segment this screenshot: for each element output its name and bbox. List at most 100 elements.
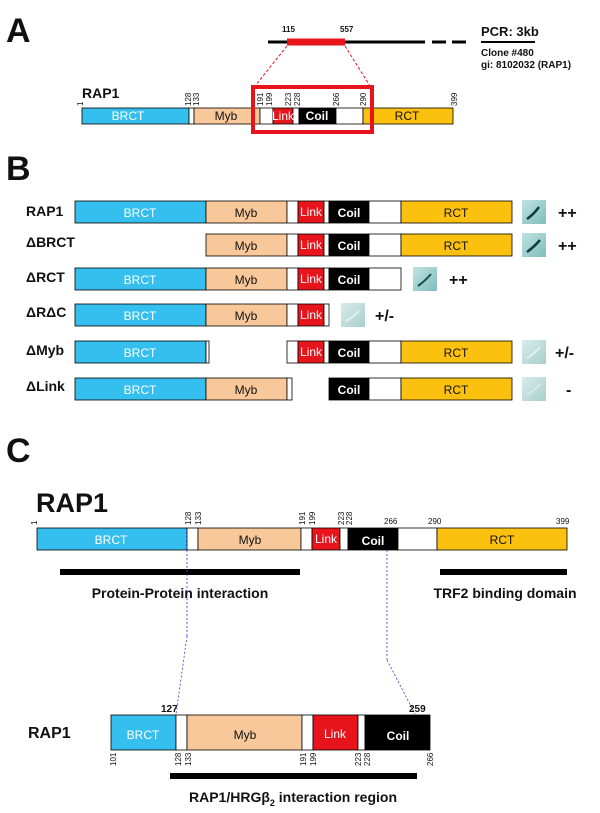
position-label: 199 bbox=[308, 511, 317, 525]
coil-label: Coil bbox=[338, 206, 361, 220]
panel-a-letter: A bbox=[6, 12, 31, 50]
position-label: 290 bbox=[428, 517, 442, 526]
rct-domain bbox=[362, 107, 454, 125]
position-label: 133 bbox=[184, 752, 193, 766]
rct-label: RCT bbox=[444, 383, 469, 397]
spacer-segment bbox=[323, 303, 330, 327]
result-thumbnail-delta-link bbox=[522, 377, 546, 401]
protein-interaction-label: Protein-Protein interaction bbox=[92, 585, 269, 601]
coil-label: Coil bbox=[362, 534, 385, 548]
rct-label: RCT bbox=[444, 206, 469, 220]
pcr-end-label: 557 bbox=[340, 25, 354, 34]
coil-label: Coil bbox=[306, 109, 329, 123]
myb-label: Myb bbox=[235, 383, 258, 397]
zoom-marker-right: 259 bbox=[409, 704, 426, 715]
brct-label: BRCT bbox=[124, 383, 157, 397]
myb-label: Myb bbox=[215, 109, 238, 123]
brct-label: BRCT bbox=[112, 109, 145, 123]
result-mark bbox=[417, 273, 432, 287]
result-thumbnail-rap1 bbox=[522, 200, 546, 224]
construct-row-delta-rct: BRCT Myb Link Coil bbox=[74, 267, 402, 291]
result-mark bbox=[526, 206, 541, 221]
zoom-protein-label: RAP1 bbox=[28, 725, 71, 742]
position-label: 191 bbox=[256, 92, 265, 106]
panel-a-positions: 1 128 133 191 199 223 228 266 290 399 bbox=[76, 92, 459, 106]
protein-interaction-bar bbox=[60, 569, 300, 575]
position-label: 223 bbox=[337, 511, 346, 525]
position-label: 228 bbox=[293, 92, 302, 106]
position-label: 128 bbox=[184, 511, 193, 525]
spacer-segment bbox=[323, 233, 330, 257]
interaction-score: ++ bbox=[558, 205, 577, 222]
spacer-segment bbox=[188, 107, 195, 125]
spacer-segment bbox=[286, 303, 299, 327]
myb-label: Myb bbox=[235, 206, 258, 220]
result-image bbox=[522, 340, 546, 364]
spacer-segment bbox=[368, 200, 402, 224]
link-label: Link bbox=[300, 205, 323, 219]
panel-c-positions: 1 128 133 191 199 223 228 266 290 399 bbox=[30, 511, 570, 526]
panel-c-domain-bar: BRCT Myb Link Coil RCT bbox=[36, 527, 568, 551]
coil-label: Coil bbox=[338, 239, 361, 253]
coil-label: Coil bbox=[338, 273, 361, 287]
result-thumbnail-delta-r-delta-c bbox=[341, 303, 365, 327]
construct-row-delta-myb: BRCT Link Coil RCT bbox=[74, 340, 513, 364]
myb-label: Myb bbox=[239, 533, 262, 547]
link-label: Link bbox=[300, 308, 323, 322]
position-label: 128 bbox=[174, 752, 183, 766]
rct-domain bbox=[400, 200, 513, 224]
spacer-segment bbox=[323, 200, 330, 224]
brct-label: BRCT bbox=[124, 309, 157, 323]
construct-label: ΔRΔC bbox=[26, 304, 66, 320]
link-label: Link bbox=[300, 238, 323, 252]
rct-label: RCT bbox=[444, 239, 469, 253]
pcr-size-label: PCR: 3kb bbox=[481, 24, 539, 39]
zoom-guide-left bbox=[175, 635, 188, 715]
coil-label: Coil bbox=[387, 729, 410, 743]
coil-label: Coil bbox=[338, 383, 361, 397]
spacer-segment bbox=[335, 107, 364, 125]
position-label: 133 bbox=[192, 92, 201, 106]
interaction-region-label: RAP1/HRGβ2 interaction region bbox=[189, 789, 397, 808]
panel-a-protein-label: RAP1 bbox=[82, 85, 120, 101]
spacer-segment bbox=[286, 233, 299, 257]
spacer-segment bbox=[175, 714, 188, 751]
position-label: 228 bbox=[363, 752, 372, 766]
interaction-score: ++ bbox=[449, 272, 468, 289]
myb-label: Myb bbox=[235, 273, 258, 287]
position-label: 199 bbox=[265, 92, 274, 106]
result-mark bbox=[526, 383, 541, 396]
pcr-product: 115 557 PCR: 3kb Clone #480 gi: 8102032 … bbox=[268, 24, 571, 71]
construct-label: ΔBRCT bbox=[26, 234, 75, 250]
pcr-start-label: 115 bbox=[282, 25, 295, 34]
spacer-segment bbox=[339, 527, 349, 551]
interaction-score: ++ bbox=[558, 238, 577, 255]
result-thumbnail-delta-myb bbox=[522, 340, 546, 364]
spacer-segment bbox=[397, 527, 438, 551]
panel-a-domain-bar: BRCT Myb Link Coil RCT bbox=[81, 107, 454, 125]
rct-domain bbox=[436, 527, 568, 551]
rct-label: RCT bbox=[444, 346, 469, 360]
brct-label: BRCT bbox=[124, 346, 157, 360]
spacer-segment bbox=[186, 527, 199, 551]
position-label: 101 bbox=[109, 752, 118, 766]
myb-domain bbox=[186, 714, 303, 751]
rct-domain bbox=[400, 340, 513, 364]
rct-domain bbox=[400, 233, 513, 257]
panel-c-letter: C bbox=[6, 432, 31, 470]
construct-label: ΔMyb bbox=[26, 342, 64, 358]
spacer-segment bbox=[323, 267, 330, 291]
position-label: 1 bbox=[30, 520, 39, 525]
result-image bbox=[341, 303, 365, 327]
zoom-guide-right bbox=[344, 45, 371, 87]
brct-label: BRCT bbox=[95, 533, 128, 547]
position-label: 199 bbox=[309, 752, 318, 766]
link-label: Link bbox=[300, 345, 323, 359]
construct-label: ΔRCT bbox=[26, 269, 65, 285]
position-label: 223 bbox=[354, 752, 363, 766]
link-label: Link bbox=[300, 272, 323, 286]
spacer-segment bbox=[323, 340, 330, 364]
construct-row-delta-r-delta-c: BRCT Myb Link bbox=[74, 303, 330, 327]
position-label: 191 bbox=[299, 752, 308, 766]
